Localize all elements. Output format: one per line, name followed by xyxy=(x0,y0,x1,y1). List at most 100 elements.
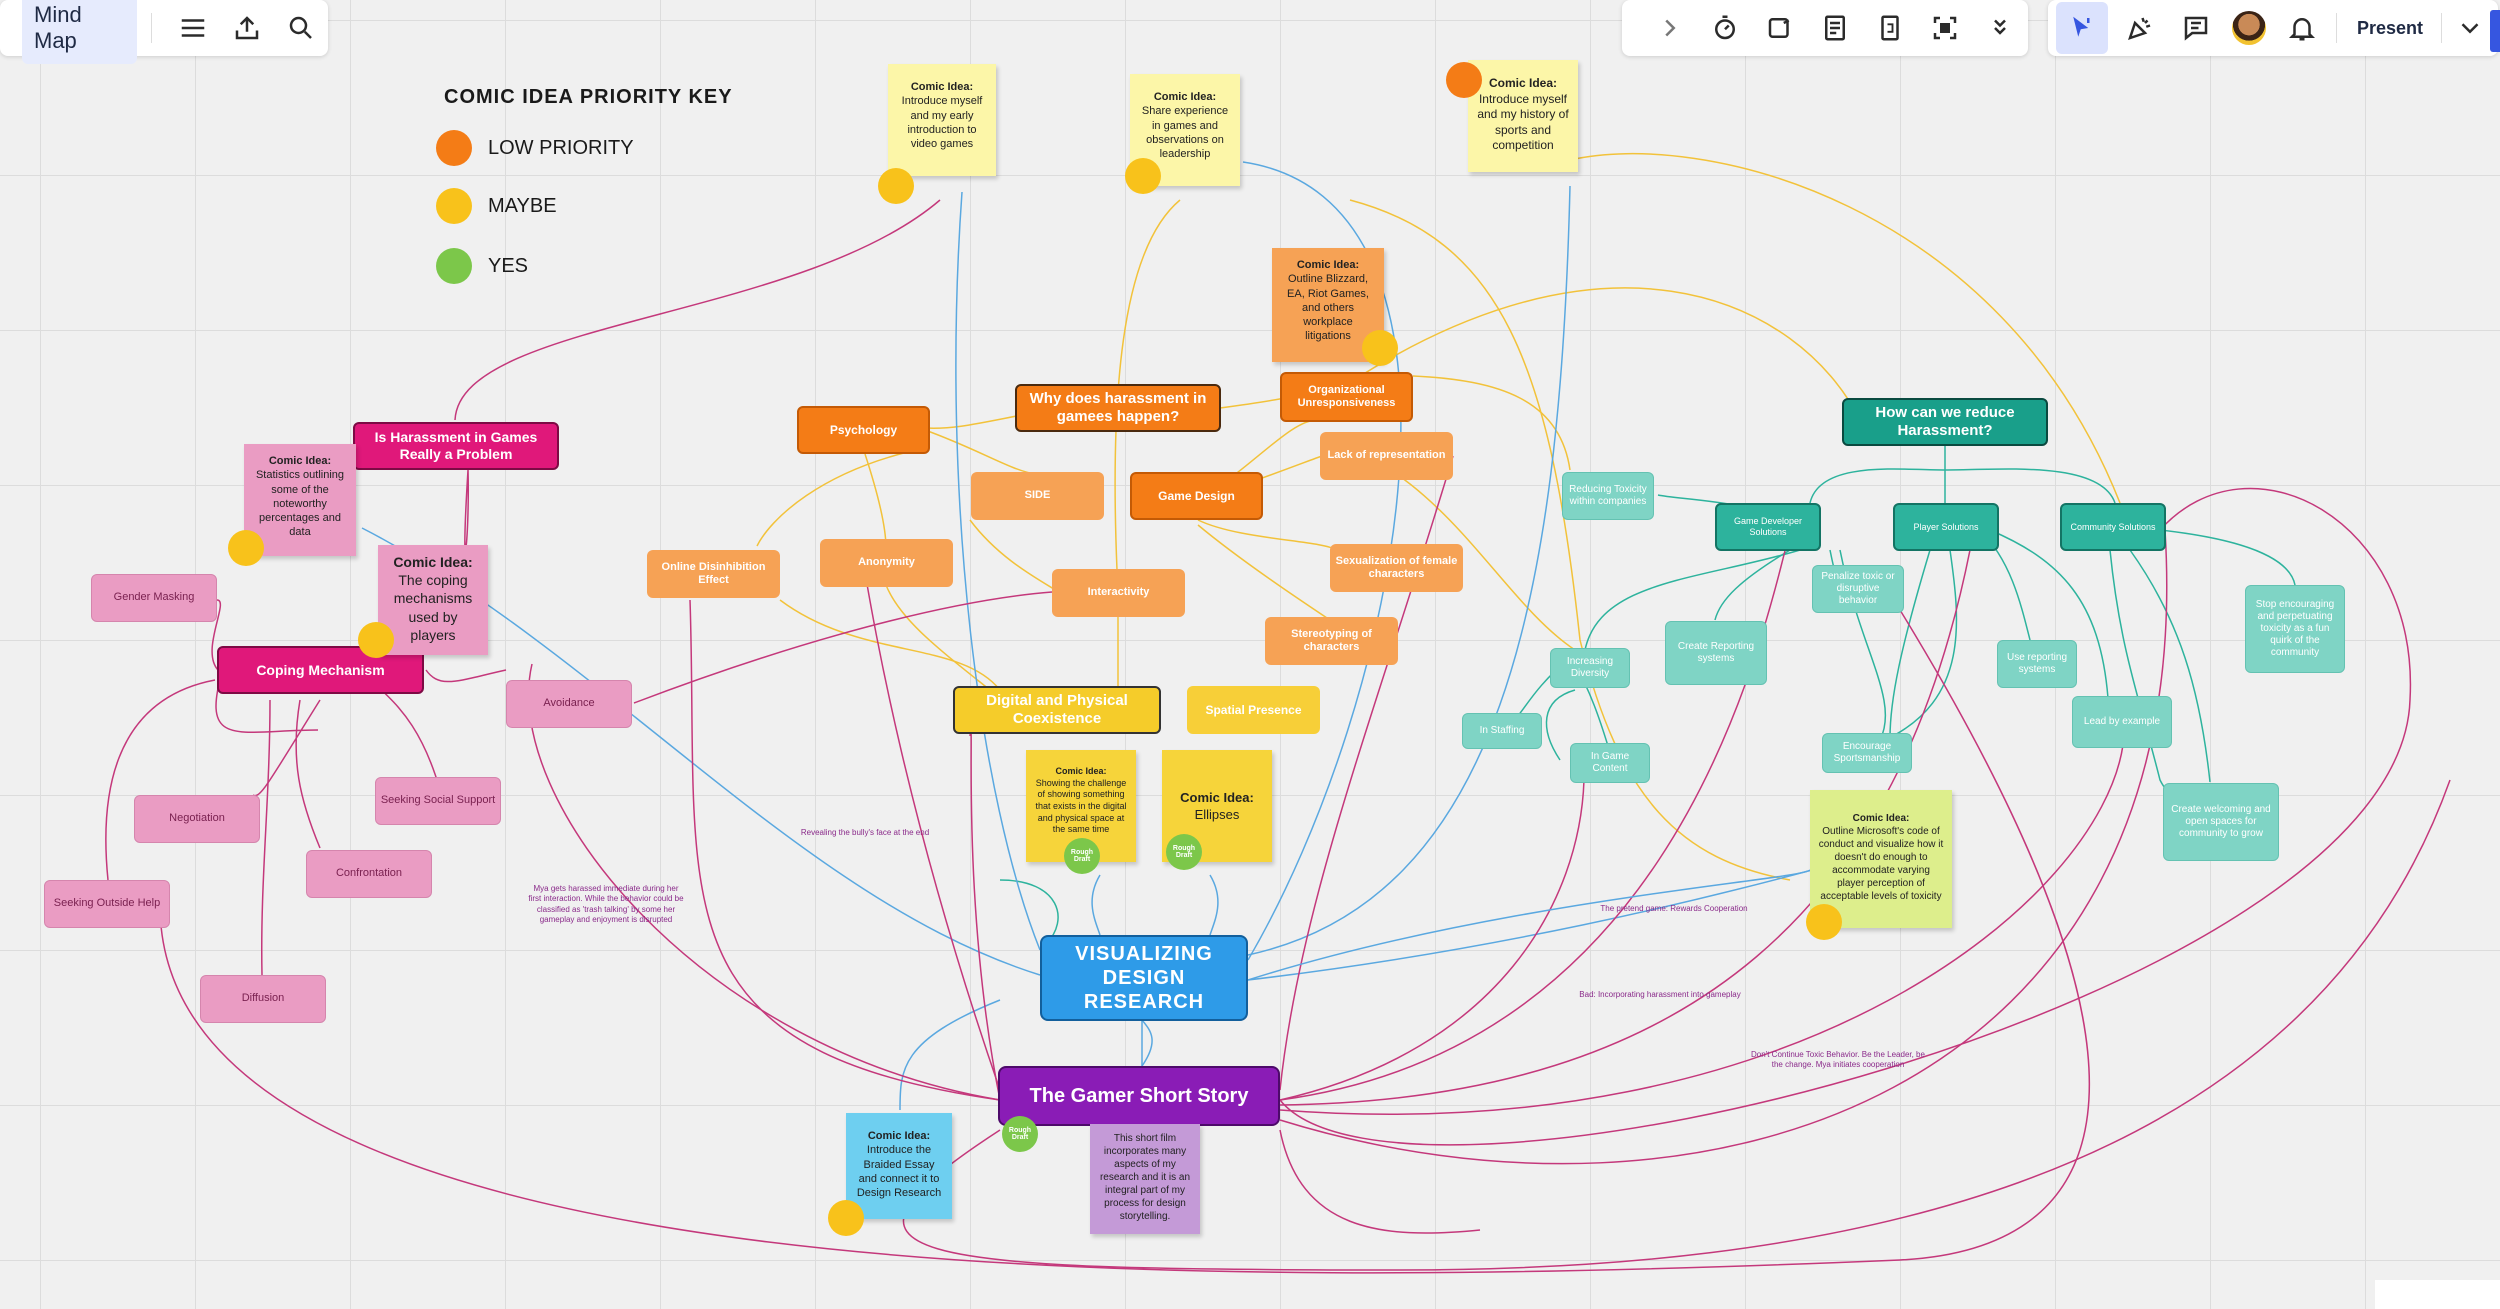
search-icon[interactable] xyxy=(282,8,320,48)
note-body: Outline Blizzard, EA, Riot Games, and ot… xyxy=(1287,273,1369,342)
note-body: Statistics outlining some of the notewor… xyxy=(256,469,344,538)
priority-dot-maybe xyxy=(228,530,264,566)
reduce-harassment-node[interactable]: How can we reduce Harassment? xyxy=(1842,398,2048,446)
gamer-short-story-node[interactable]: The Gamer Short Story xyxy=(998,1066,1280,1126)
note-body: Introduce myself and my history of sport… xyxy=(1477,92,1568,153)
focus-icon[interactable] xyxy=(1926,8,1965,48)
in-game-content-node[interactable]: In Game Content xyxy=(1570,743,1650,783)
note-head: Comic Idea: xyxy=(1170,790,1264,807)
increasing-diversity-node[interactable]: Increasing Diversity xyxy=(1550,648,1630,688)
note-head: Comic Idea: xyxy=(386,553,480,571)
create-reporting-node[interactable]: Create Reporting systems xyxy=(1665,621,1767,685)
use-reporting-node[interactable]: Use reporting systems xyxy=(1997,640,2077,688)
legend-label: LOW PRIORITY xyxy=(488,137,634,160)
reducing-toxicity-node[interactable]: Reducing Toxicity within companies xyxy=(1562,472,1654,520)
avoidance-node[interactable]: Avoidance xyxy=(506,680,632,728)
comic-idea-note-3[interactable]: Comic Idea: Introduce myself and my hist… xyxy=(1468,60,1578,172)
interactivity-node[interactable]: Interactivity xyxy=(1052,569,1185,617)
comic-idea-note-6[interactable]: Comic Idea: The coping mechanisms used b… xyxy=(378,545,488,655)
story-description-note[interactable]: This short film incorporates many aspect… xyxy=(1090,1124,1200,1234)
note-head: Comic Idea: xyxy=(896,80,988,94)
upload-icon[interactable] xyxy=(228,8,266,48)
gender-masking-node[interactable]: Gender Masking xyxy=(91,574,217,622)
note-head: Comic Idea: xyxy=(1818,812,1944,825)
community-solutions-node[interactable]: Community Solutions xyxy=(2060,503,2166,551)
legend-item-low-priority: LOW PRIORITY xyxy=(436,130,634,166)
penalize-toxic-node[interactable]: Penalize toxic or disruptive behavior xyxy=(1812,565,1904,613)
board-title[interactable]: Mind Map xyxy=(22,0,137,64)
note-body: Showing the challenge of showing somethi… xyxy=(1035,778,1126,835)
reactions-icon[interactable] xyxy=(2120,8,2160,48)
timer-icon[interactable] xyxy=(1705,8,1744,48)
game-dev-solutions-node[interactable]: Game Developer Solutions xyxy=(1715,503,1821,551)
game-design-node[interactable]: Game Design xyxy=(1130,472,1263,520)
more-chevrons-icon[interactable] xyxy=(1981,8,2020,48)
note-body: This short film incorporates many aspect… xyxy=(1100,1133,1190,1222)
seeking-social-support-node[interactable]: Seeking Social Support xyxy=(375,777,501,825)
player-solutions-node[interactable]: Player Solutions xyxy=(1893,503,1999,551)
lead-by-example-node[interactable]: Lead by example xyxy=(2072,696,2172,748)
negotiation-node[interactable]: Negotiation xyxy=(134,795,260,843)
side-panel-tab[interactable] xyxy=(2490,10,2500,52)
visualizing-design-research-node[interactable]: VISUALIZING DESIGN RESEARCH xyxy=(1040,935,1248,1021)
stereotyping-node[interactable]: Stereotyping of characters xyxy=(1265,617,1398,665)
note-head: Comic Idea: xyxy=(1034,766,1128,778)
legend-item-maybe: MAYBE xyxy=(436,188,557,224)
bell-icon[interactable] xyxy=(2282,8,2322,48)
comic-idea-note-1[interactable]: Comic Idea: Introduce myself and my earl… xyxy=(888,64,996,176)
annotation-text: Mya gets harassed immediate during her f… xyxy=(526,884,686,926)
note-body: Introduce myself and my early introducti… xyxy=(902,95,983,150)
online-disinhibition-node[interactable]: Online Disinhibition Effect xyxy=(647,550,780,598)
present-button[interactable]: Present xyxy=(2343,10,2437,47)
avatar[interactable] xyxy=(2232,11,2266,45)
side-node[interactable]: SIDE xyxy=(971,472,1104,520)
comments-icon[interactable] xyxy=(2176,8,2216,48)
spatial-presence-node[interactable]: Spatial Presence xyxy=(1187,686,1320,734)
lack-representation-node[interactable]: Lack of representation xyxy=(1320,432,1453,480)
note-head: Comic Idea: xyxy=(854,1129,944,1143)
in-staffing-node[interactable]: In Staffing xyxy=(1462,713,1542,749)
priority-dot-maybe xyxy=(1362,330,1398,366)
why-harassment-node[interactable]: Why does harassment in gamees happen? xyxy=(1015,384,1221,432)
sexualization-node[interactable]: Sexualization of female characters xyxy=(1330,544,1463,592)
note-body: Ellipses xyxy=(1195,807,1240,822)
chevron-down-icon[interactable] xyxy=(2450,8,2490,48)
stop-encouraging-node[interactable]: Stop encouraging and perpetuating toxici… xyxy=(2245,585,2345,673)
annotation-text: Bad: Incorporating harassment into gamep… xyxy=(1560,990,1760,1000)
rough-draft-badge: Rough Draft xyxy=(1166,834,1202,870)
note-body: Introduce the Braided Essay and connect … xyxy=(857,1144,941,1199)
note-head: Comic Idea: xyxy=(1280,258,1376,272)
create-welcoming-node[interactable]: Create welcoming and open spaces for com… xyxy=(2163,783,2279,861)
is-harassment-problem-node[interactable]: Is Harassment in Games Really a Problem xyxy=(353,422,559,470)
minimap-panel xyxy=(2375,1280,2500,1309)
left-toolbar: Mind Map xyxy=(0,0,328,56)
legend-label: MAYBE xyxy=(488,195,557,218)
chevron-right-icon[interactable] xyxy=(1650,8,1689,48)
menu-icon[interactable] xyxy=(174,8,212,48)
annotation-text: Don't Continue Toxic Behavior. Be the Le… xyxy=(1748,1050,1928,1071)
encourage-sportsmanship-node[interactable]: Encourage Sportsmanship xyxy=(1822,733,1912,773)
toolbar-divider xyxy=(151,13,152,43)
notes-icon[interactable] xyxy=(1815,8,1854,48)
legend-title: COMIC IDEA PRIORITY KEY xyxy=(444,86,733,109)
org-unresponsiveness-node[interactable]: Organizational Unresponsiveness xyxy=(1280,372,1413,422)
priority-dot-maybe xyxy=(878,168,914,204)
note-body: Share experience in games and observatio… xyxy=(1142,105,1228,160)
note-body: Outline Microsoft's code of conduct and … xyxy=(1819,826,1944,902)
cards-icon[interactable] xyxy=(1760,8,1799,48)
anonymity-node[interactable]: Anonymity xyxy=(820,539,953,587)
select-cursor-icon[interactable] xyxy=(2056,2,2108,54)
annotation-text: The pretend game: Rewards Cooperation xyxy=(1584,904,1764,914)
diffusion-node[interactable]: Diffusion xyxy=(200,975,326,1023)
comic-idea-note-10[interactable]: Comic Idea: Introduce the Braided Essay … xyxy=(846,1113,952,1219)
right-toolbar: Present xyxy=(2048,0,2498,56)
priority-dot-low xyxy=(1446,62,1482,98)
note-head: Comic Idea: xyxy=(1476,76,1570,92)
psychology-node[interactable]: Psychology xyxy=(797,406,930,454)
frame-icon[interactable] xyxy=(1871,8,1910,48)
legend-item-yes: YES xyxy=(436,248,528,284)
digital-physical-node[interactable]: Digital and Physical Coexistence xyxy=(953,686,1161,734)
confrontation-node[interactable]: Confrontation xyxy=(306,850,432,898)
seeking-outside-help-node[interactable]: Seeking Outside Help xyxy=(44,880,170,928)
priority-dot-maybe xyxy=(358,622,394,658)
